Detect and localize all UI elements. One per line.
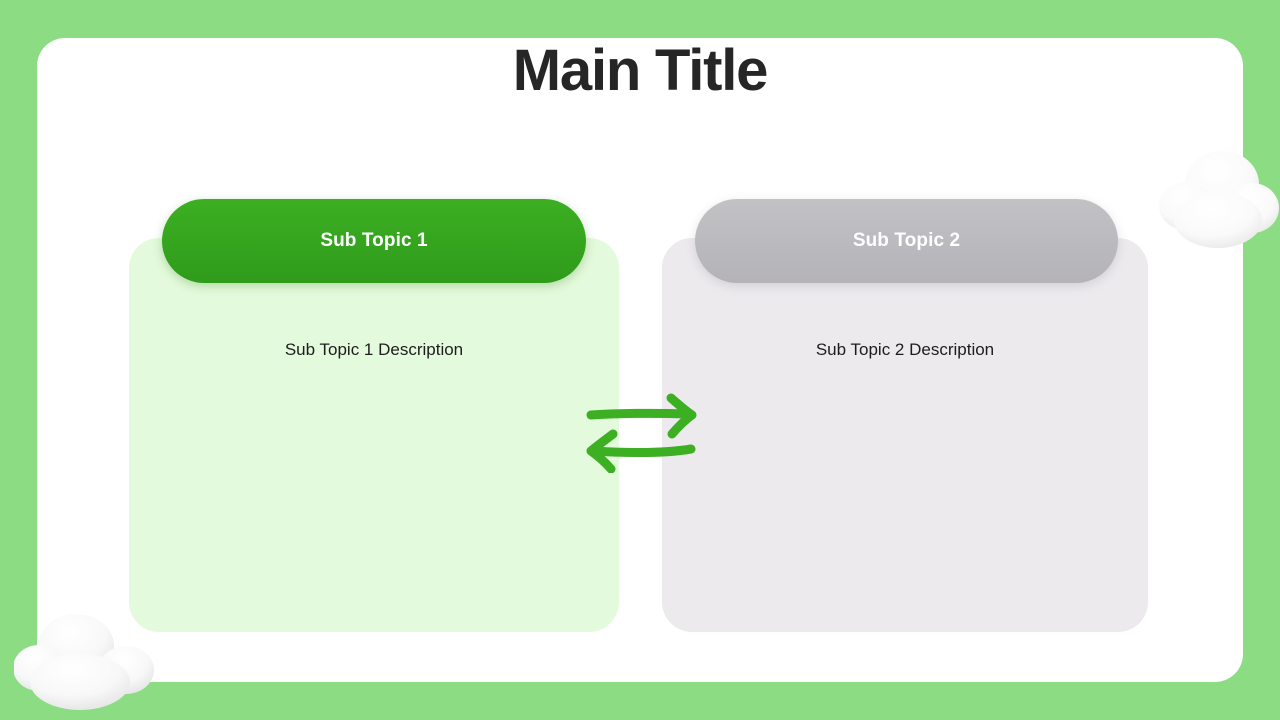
- topic-pill-1[interactable]: Sub Topic 1: [162, 199, 586, 283]
- topic-heading-2: Sub Topic 2: [852, 230, 961, 251]
- topic-description-1: Sub Topic 1 Description: [284, 340, 464, 359]
- topic-pill-2[interactable]: Sub Topic 2: [695, 199, 1118, 283]
- topic-heading-1: Sub Topic 1: [320, 230, 428, 251]
- topic-card-body-1: [129, 238, 619, 632]
- page-title: Main Title: [512, 38, 769, 103]
- topic-description-2: Sub Topic 2 Description: [815, 340, 995, 359]
- topic-card-body-2: [662, 238, 1148, 632]
